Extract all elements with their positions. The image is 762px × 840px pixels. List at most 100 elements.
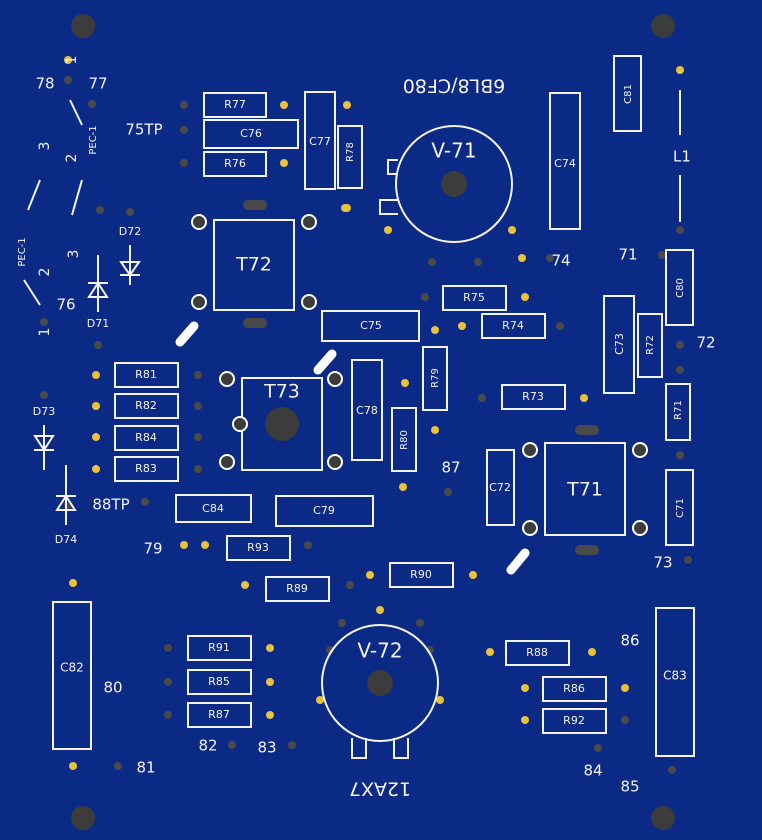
r86-label: R86 xyxy=(563,682,585,695)
r84-label: R84 xyxy=(135,431,157,444)
c83-label: C83 xyxy=(663,669,687,683)
node-78-label: 78 xyxy=(35,75,54,93)
r74-label: R74 xyxy=(502,319,524,332)
r79-outline xyxy=(422,346,448,411)
r78-label: R78 xyxy=(345,142,356,162)
r89-outline xyxy=(265,576,330,602)
c74-label: C74 xyxy=(554,157,576,170)
r71-label: R71 xyxy=(673,400,684,420)
r74-outline xyxy=(481,313,546,339)
node-88tp-label: 88TP xyxy=(92,496,129,514)
mounting-hole xyxy=(651,806,675,830)
c73-outline xyxy=(603,295,635,394)
r79-label: R79 xyxy=(430,368,441,388)
pec-bottom-pin-2: 2 xyxy=(37,268,53,277)
r80-label: R80 xyxy=(399,430,410,450)
r88-label: R88 xyxy=(526,646,548,659)
mounting-hole xyxy=(71,806,95,830)
r84-outline xyxy=(114,425,179,451)
c81-outline xyxy=(613,55,642,132)
r91-outline xyxy=(187,635,252,661)
c77-label: C77 xyxy=(309,135,331,148)
c73-label: C73 xyxy=(613,333,626,355)
node-72-label: 72 xyxy=(696,334,715,352)
c81-label: C81 xyxy=(623,84,634,104)
c75-outline xyxy=(321,310,420,342)
c71-outline xyxy=(665,469,694,546)
c82-outline xyxy=(52,601,92,750)
r78-outline xyxy=(337,125,363,189)
pec-top-pin-1: 1 xyxy=(64,56,80,65)
node-84-label: 84 xyxy=(583,762,602,780)
r72-outline xyxy=(637,313,663,378)
r81-outline xyxy=(114,362,179,388)
c76-label: C76 xyxy=(240,127,262,140)
r92-label: R92 xyxy=(563,714,585,727)
c78-outline xyxy=(351,359,383,461)
r73-outline xyxy=(501,384,566,410)
c77-outline xyxy=(304,91,336,190)
r83-outline xyxy=(114,456,179,482)
node-79-label: 79 xyxy=(143,540,162,558)
r87-label: R87 xyxy=(208,708,230,721)
c76-outline xyxy=(203,119,299,149)
r73-label: R73 xyxy=(522,390,544,403)
r90-outline xyxy=(389,562,454,588)
node-83-label: 83 xyxy=(257,739,276,757)
d73-label: D73 xyxy=(33,405,55,418)
node-87-label: 87 xyxy=(441,459,460,477)
v71-socket xyxy=(379,125,513,243)
r71-outline xyxy=(665,383,691,441)
pec-bottom-pin-1: 1 xyxy=(37,328,53,337)
c80-outline xyxy=(665,249,694,326)
d72-label: D72 xyxy=(119,225,141,238)
r81-label: R81 xyxy=(135,368,157,381)
node-76-label: 76 xyxy=(56,296,75,314)
node-85-label: 85 xyxy=(620,778,639,796)
r92-outline xyxy=(542,708,607,734)
pec-label-top: PEC-1 xyxy=(88,125,99,154)
component-bodies xyxy=(52,55,695,757)
node-75tp-label: 75TP xyxy=(125,121,162,139)
node-82-label: 82 xyxy=(198,737,217,755)
t73-outline xyxy=(219,371,343,471)
diode-d74-symbol xyxy=(55,465,77,525)
v72-socket xyxy=(321,624,439,759)
r88-outline xyxy=(505,640,570,666)
r90-label: R90 xyxy=(410,568,432,581)
c79-outline xyxy=(275,495,374,527)
c71-label: C71 xyxy=(675,498,686,518)
v72-type-label: 12AX7 xyxy=(349,778,411,800)
t72-label: T72 xyxy=(235,254,272,276)
pec-label-bottom: PEC-1 xyxy=(17,237,28,266)
v71-socket-label: V-71 xyxy=(431,139,476,163)
r93-label: R93 xyxy=(247,541,269,554)
d71-label: D71 xyxy=(87,317,109,330)
mounting-hole xyxy=(651,14,675,38)
r85-outline xyxy=(187,669,252,695)
v71-type-label: 6BL8/CF80 xyxy=(403,75,506,97)
c79-label: C79 xyxy=(313,504,335,517)
r76-label: R76 xyxy=(224,157,246,170)
d74-label: D74 xyxy=(55,533,77,546)
r75-outline xyxy=(442,285,507,311)
v72-socket-label: V-72 xyxy=(357,639,402,663)
r77-label: R77 xyxy=(224,98,246,111)
c84-outline xyxy=(175,494,252,523)
node-81-label: 81 xyxy=(136,759,155,777)
r87-outline xyxy=(187,702,252,728)
r85-label: R85 xyxy=(208,675,230,688)
diode-d73-symbol xyxy=(33,425,55,470)
node-74-label: 74 xyxy=(551,252,570,270)
c75-label: C75 xyxy=(360,319,382,332)
pec-bottom-pin-3: 3 xyxy=(66,250,82,259)
r83-label: R83 xyxy=(135,462,157,475)
c72-label: C72 xyxy=(489,481,511,494)
mounting-hole xyxy=(71,14,95,38)
slot-markings xyxy=(175,200,599,575)
r82-outline xyxy=(114,393,179,419)
r76-outline xyxy=(203,151,267,177)
